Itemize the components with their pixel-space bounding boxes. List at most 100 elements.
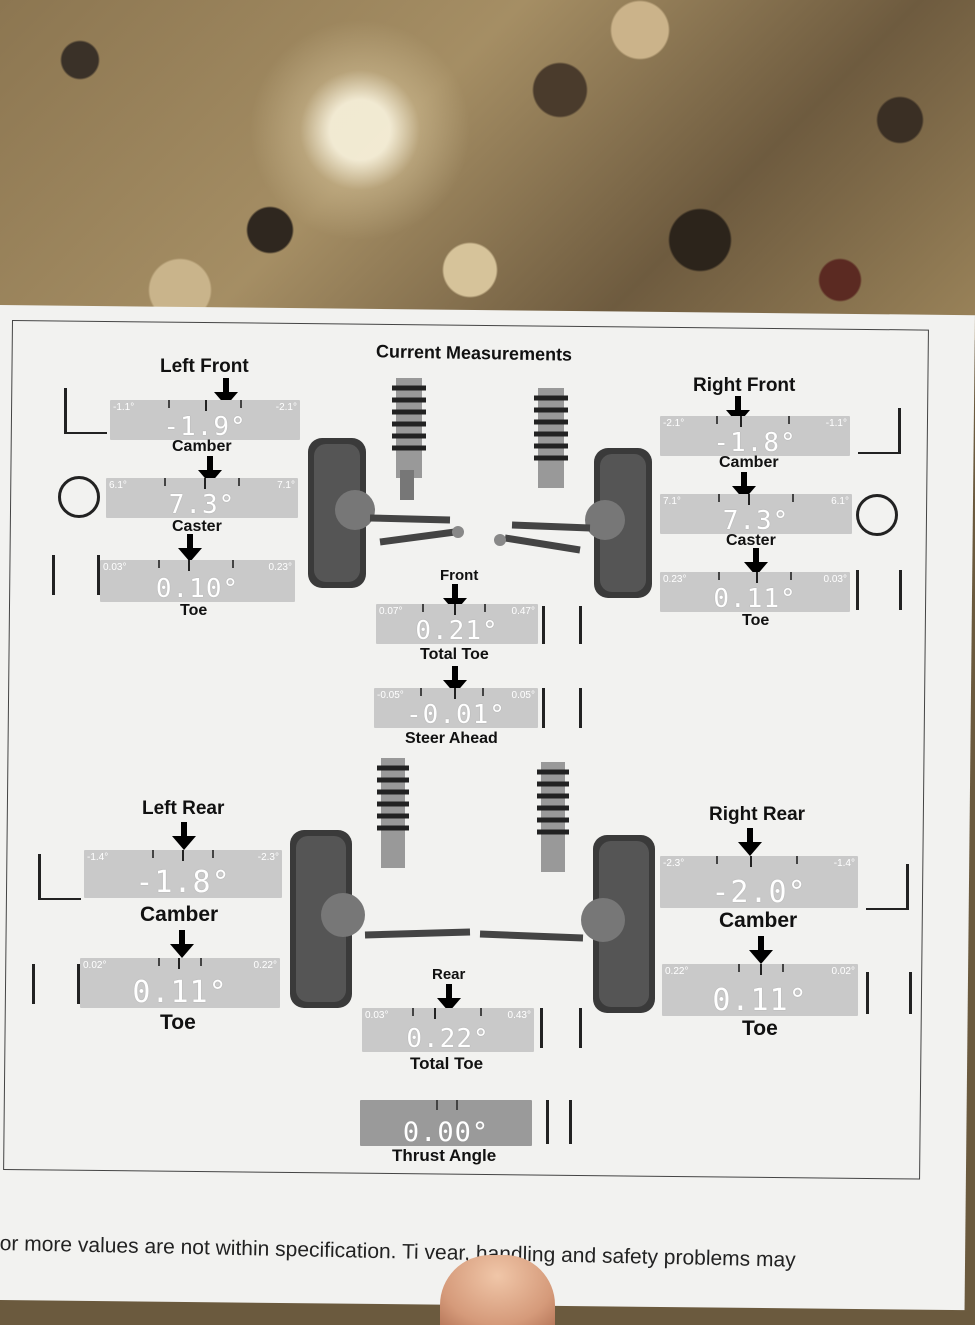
range-max: 7.1°: [277, 480, 295, 491]
range-tick: [238, 478, 240, 486]
left-rear-heading: Left Rear: [142, 798, 225, 819]
camber-wheel-icon: [866, 864, 909, 910]
range-tick: [436, 1100, 438, 1110]
range-tick: [456, 1100, 458, 1110]
left-front-caster-gauge: 6.1° 7.1° 7.3°: [106, 478, 298, 520]
thrust-angle-value: 0.00°: [402, 1117, 490, 1148]
right-rear-heading: Right Rear: [709, 804, 806, 825]
range-tick: [738, 964, 740, 972]
range-min: 0.07°: [379, 606, 403, 617]
caster-wheel-icon: [856, 494, 898, 536]
range-min: -1.1°: [113, 402, 135, 413]
right-front-camber-value: -1.8°: [713, 428, 797, 458]
value-marker: [188, 560, 190, 571]
page-title: Current Measurements: [375, 341, 573, 365]
range-min: 0.23°: [663, 574, 687, 585]
left-rear-camber-value: -1.8°: [135, 865, 231, 900]
right-front-toe-value: 0.11°: [713, 584, 797, 614]
thrust-angle-label: Thrust Angle: [392, 1146, 497, 1165]
toe-label: Toe: [160, 1011, 196, 1034]
granite-countertop: [0, 0, 975, 340]
range-tick: [152, 850, 154, 858]
range-min: -1.4°: [87, 852, 109, 863]
range-max: 0.02°: [831, 966, 855, 977]
left-front-toe-gauge: 0.03° 0.23° 0.10°: [100, 560, 295, 604]
range-tick: [782, 964, 784, 972]
range-tick: [484, 604, 486, 612]
camber-wheel-icon: [64, 388, 107, 434]
value-marker: [454, 604, 456, 615]
left-rear-camber-gauge: -1.4° -2.3° -1.8°: [84, 850, 282, 900]
range-tick: [164, 478, 166, 486]
front-total-toe-value: 0.21°: [415, 616, 499, 646]
range-min: 7.1°: [663, 496, 681, 507]
range-tick: [792, 494, 794, 502]
value-marker: [178, 958, 180, 969]
range-min: 0.03°: [365, 1010, 389, 1021]
rear-heading: Rear: [432, 966, 466, 983]
value-marker: [740, 416, 742, 427]
steer-ahead-gauge: -0.05° 0.05° -0.01°: [374, 688, 538, 730]
range-min: 0.22°: [665, 966, 689, 977]
value-marker: [756, 572, 758, 583]
range-max: -1.4°: [833, 858, 855, 869]
caster-wheel-icon: [58, 476, 100, 518]
range-tick: [480, 1008, 482, 1016]
total-toe-icon: [540, 1008, 582, 1048]
range-max: -2.1°: [275, 402, 297, 413]
toe-label: Toe: [180, 602, 208, 619]
total-toe-label: Total Toe: [420, 646, 489, 663]
range-tick: [716, 416, 718, 424]
toe-wheel-icon: [32, 964, 80, 1004]
range-tick: [212, 850, 214, 858]
range-tick: [412, 1008, 414, 1016]
thrust-angle-icon: [546, 1100, 572, 1144]
right-front-toe-gauge: 0.23° 0.03° 0.11°: [660, 572, 850, 614]
front-heading: Front: [440, 567, 479, 584]
range-tick: [716, 856, 718, 864]
caster-label: Caster: [726, 532, 776, 549]
toe-wheel-icon: [856, 570, 902, 610]
range-tick: [168, 400, 170, 408]
camber-label: Camber: [140, 903, 219, 926]
value-marker: [182, 850, 184, 861]
camber-wheel-icon: [38, 854, 81, 900]
range-max: -2.3°: [257, 852, 279, 863]
value-marker: [434, 1008, 436, 1019]
right-rear-camber-value: -2.0°: [711, 875, 807, 910]
range-tick: [420, 688, 422, 696]
range-tick: [788, 416, 790, 424]
range-min: -2.1°: [663, 418, 685, 429]
rear-total-toe-gauge: 0.03° 0.43° 0.22°: [362, 1008, 534, 1054]
left-rear-toe-value: 0.11°: [132, 975, 228, 1010]
left-front-caster-value: 7.3°: [168, 490, 236, 520]
range-max: 0.23°: [268, 562, 292, 573]
right-front-camber-gauge: -2.1° -1.1° -1.8°: [660, 416, 850, 458]
range-tick: [158, 958, 160, 966]
toe-label: Toe: [742, 612, 770, 629]
steer-ahead-label: Steer Ahead: [405, 730, 498, 747]
range-tick: [718, 572, 720, 580]
range-min: -0.05°: [377, 690, 404, 701]
camber-label: Camber: [172, 438, 232, 455]
right-front-heading: Right Front: [693, 375, 796, 396]
left-front-camber-value: -1.9°: [163, 412, 247, 442]
range-tick: [232, 560, 234, 568]
right-front-caster-value: 7.3°: [722, 506, 790, 536]
range-tick: [790, 572, 792, 580]
front-suspension-illustration: [308, 378, 652, 598]
range-tick: [796, 856, 798, 864]
front-total-toe-gauge: 0.07° 0.47° 0.21°: [376, 604, 538, 646]
total-toe-icon: [542, 606, 582, 644]
value-marker: [760, 964, 762, 975]
toe-wheel-icon: [866, 972, 912, 1014]
value-marker: [750, 856, 752, 867]
left-rear-toe-gauge: 0.02° 0.22° 0.11°: [80, 958, 280, 1010]
right-rear-camber-gauge: -2.3° -1.4° -2.0°: [660, 856, 858, 910]
range-max: -1.1°: [825, 418, 847, 429]
rear-total-toe-value: 0.22°: [406, 1024, 490, 1054]
thrust-angle-gauge: 0.00°: [360, 1100, 532, 1148]
right-rear-toe-gauge: 0.22° 0.02° 0.11°: [662, 964, 858, 1018]
left-front-heading: Left Front: [160, 356, 249, 377]
left-front-camber-gauge: -1.1° -2.1° -1.9°: [110, 400, 300, 442]
